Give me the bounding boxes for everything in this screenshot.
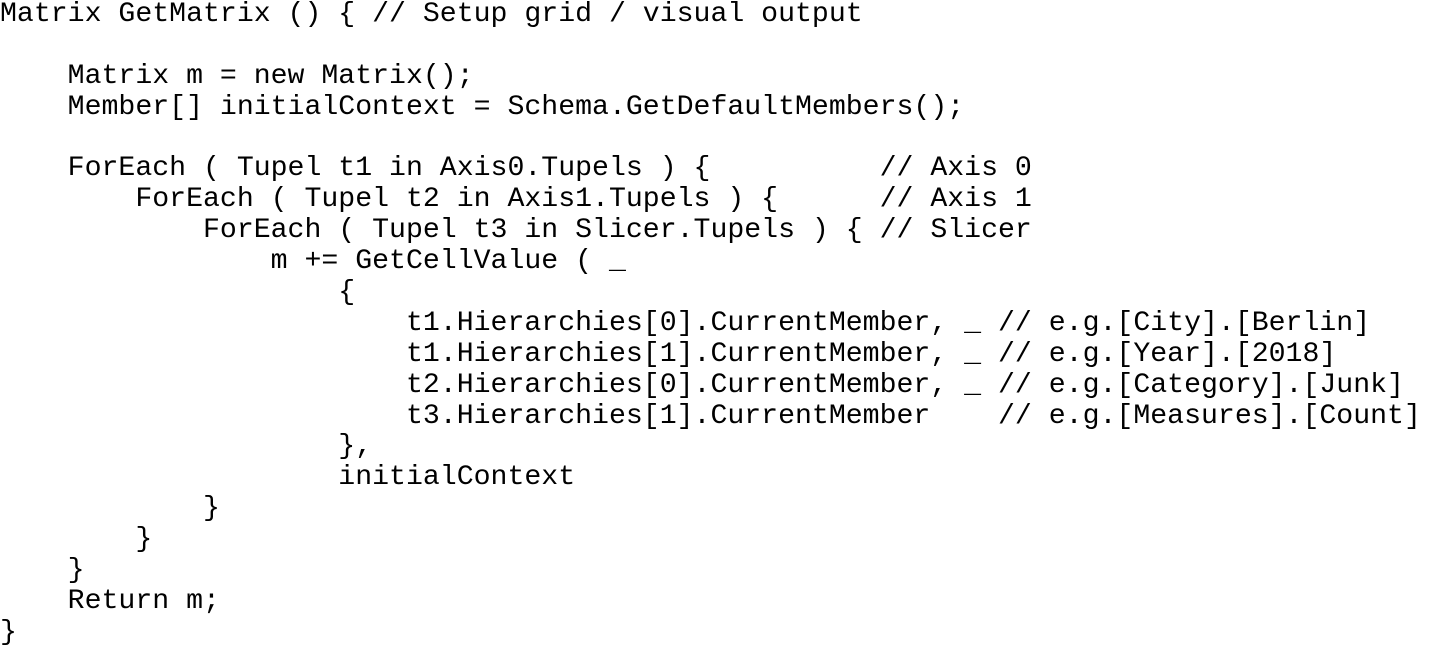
code-line-hierarchy-category: t2.Hierarchies[0].CurrentMember, _ // e.… — [0, 369, 1404, 401]
code-line-get-cell-value: m += GetCellValue ( _ — [0, 246, 626, 278]
code-line-hierarchy-year: t1.Hierarchies[1].CurrentMember, _ // e.… — [0, 338, 1337, 370]
code-line-close-brace-comma: }, — [0, 431, 373, 463]
code-line-hierarchy-city: t1.Hierarchies[0].CurrentMember, _ // e.… — [0, 307, 1371, 339]
code-line-foreach-slicer: ForEach ( Tupel t3 in Slicer.Tupels ) { … — [0, 215, 1032, 247]
code-line-close-slicer-loop: } — [0, 493, 220, 525]
code-line-blank — [0, 31, 1421, 62]
code-line-function-signature: Matrix GetMatrix () { // Setup grid / vi… — [0, 0, 863, 30]
code-line-close-axis0-loop: } — [0, 555, 85, 587]
code-line-open-brace: { — [0, 277, 356, 309]
code-line-hierarchy-measures: t3.Hierarchies[1].CurrentMember // e.g.[… — [0, 400, 1421, 432]
code-line-foreach-axis0: ForEach ( Tupel t1 in Axis0.Tupels ) { /… — [0, 153, 1032, 185]
code-line-return: Return m; — [0, 585, 220, 617]
code-line-matrix-init: Matrix m = new Matrix(); — [0, 60, 474, 92]
code-line-close-function: } — [0, 616, 17, 648]
code-line-blank — [0, 124, 1421, 155]
code-line-close-axis1-loop: } — [0, 524, 153, 556]
code-line-initial-context: Member[] initialContext = Schema.GetDefa… — [0, 91, 965, 123]
code-line-initial-context-arg: initialContext — [0, 462, 576, 494]
code-line-foreach-axis1: ForEach ( Tupel t2 in Axis1.Tupels ) { /… — [0, 184, 1032, 216]
